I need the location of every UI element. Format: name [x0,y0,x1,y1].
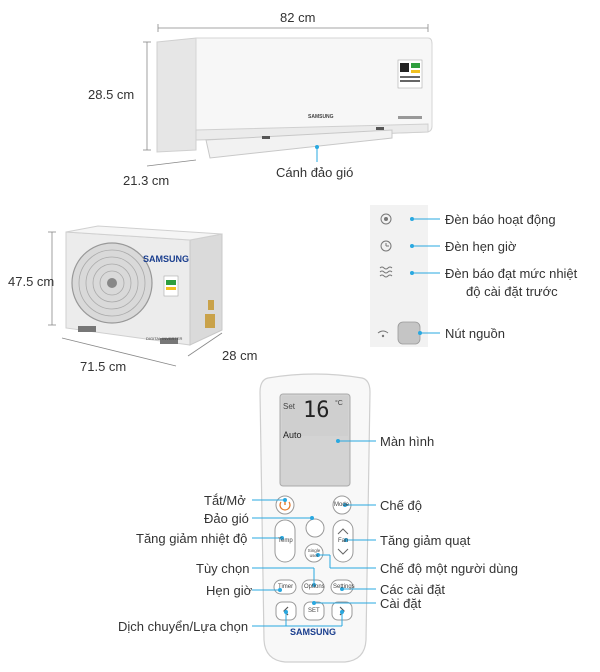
fan-button-text[interactable]: Fan [338,538,349,544]
outdoor-depth-line [187,332,223,357]
single-user-label: Chế độ một người dùng [380,561,518,576]
options-button-text[interactable]: Options [304,584,325,590]
indoor-width-label: 82 cm [280,10,316,25]
power-button-label: Nút nguồn [445,326,505,341]
indoor-flap [205,129,393,159]
timer-light-label: Đèn hẹn giờ [445,239,517,254]
temp-reached-label-2: độ cài đặt trước [466,284,558,299]
power-button-panel [397,321,421,345]
fan-rocker [332,519,354,563]
remote-brand: SAMSUNG [290,627,337,637]
single-user-button-text[interactable]: Single user [307,548,321,558]
options-label: Tùy chọn [196,561,250,576]
operation-light-label: Đèn báo hoạt động [445,212,556,227]
indoor-unit [156,37,433,159]
set-button-text[interactable]: SET [308,608,320,614]
swing-button [305,518,325,538]
screen-label: Màn hình [380,434,435,449]
power-label: Tắt/Mở [204,493,246,508]
settings-label: Các cài đặt [380,582,446,597]
outdoor-depth-label: 28 cm [222,348,258,363]
temp-rocker [274,519,296,563]
temp-button-text[interactable]: Temp [278,538,293,544]
outdoor-width-label: 71.5 cm [80,359,127,374]
indoor-brand: SAMSUNG [308,114,334,120]
indoor-control-panel [370,205,428,347]
timer-light-icon [380,240,392,252]
temp-reached-light-icon [379,266,393,278]
single-user-button [304,543,324,563]
navigate-label: Dịch chuyển/Lựa chọn [118,619,249,634]
set-label: Cài đặt [380,596,422,611]
outdoor-brand: SAMSUNG [143,254,190,264]
outdoor-unit [65,225,223,346]
outdoor-badge: DIGITAL INVERTER [146,336,183,341]
mode-button-text[interactable]: Mode [334,502,350,508]
indoor-depth-label: 21.3 cm [123,173,170,188]
fan-label: Tăng giảm quạt [380,533,471,548]
mode-label: Chế độ [380,498,422,513]
wifi-icon [377,330,389,334]
operation-light-icon [380,213,392,225]
indoor-height-label: 28.5 cm [88,87,135,102]
options-button [301,579,325,595]
temp-reached-label-1: Đèn báo đạt mức nhiệt [445,266,578,281]
screen-temp: 16 [303,398,330,423]
settings-button-text[interactable]: Settings [333,584,355,590]
swing-label: Đảo gió [204,511,249,526]
outdoor-height-label: 47.5 cm [8,274,55,289]
indoor-depth-line [146,159,197,167]
screen-mode: Auto [283,430,302,440]
temp-label: Tăng giảm nhiệt độ [136,531,248,546]
screen-set: Set [283,402,296,411]
outdoor-width-line [61,337,177,367]
timer-label: Hẹn giờ [206,583,253,598]
screen-unit: °C [335,400,343,407]
timer-button-text[interactable]: Timer [278,584,294,590]
flap-label: Cánh đảo gió [276,165,354,180]
